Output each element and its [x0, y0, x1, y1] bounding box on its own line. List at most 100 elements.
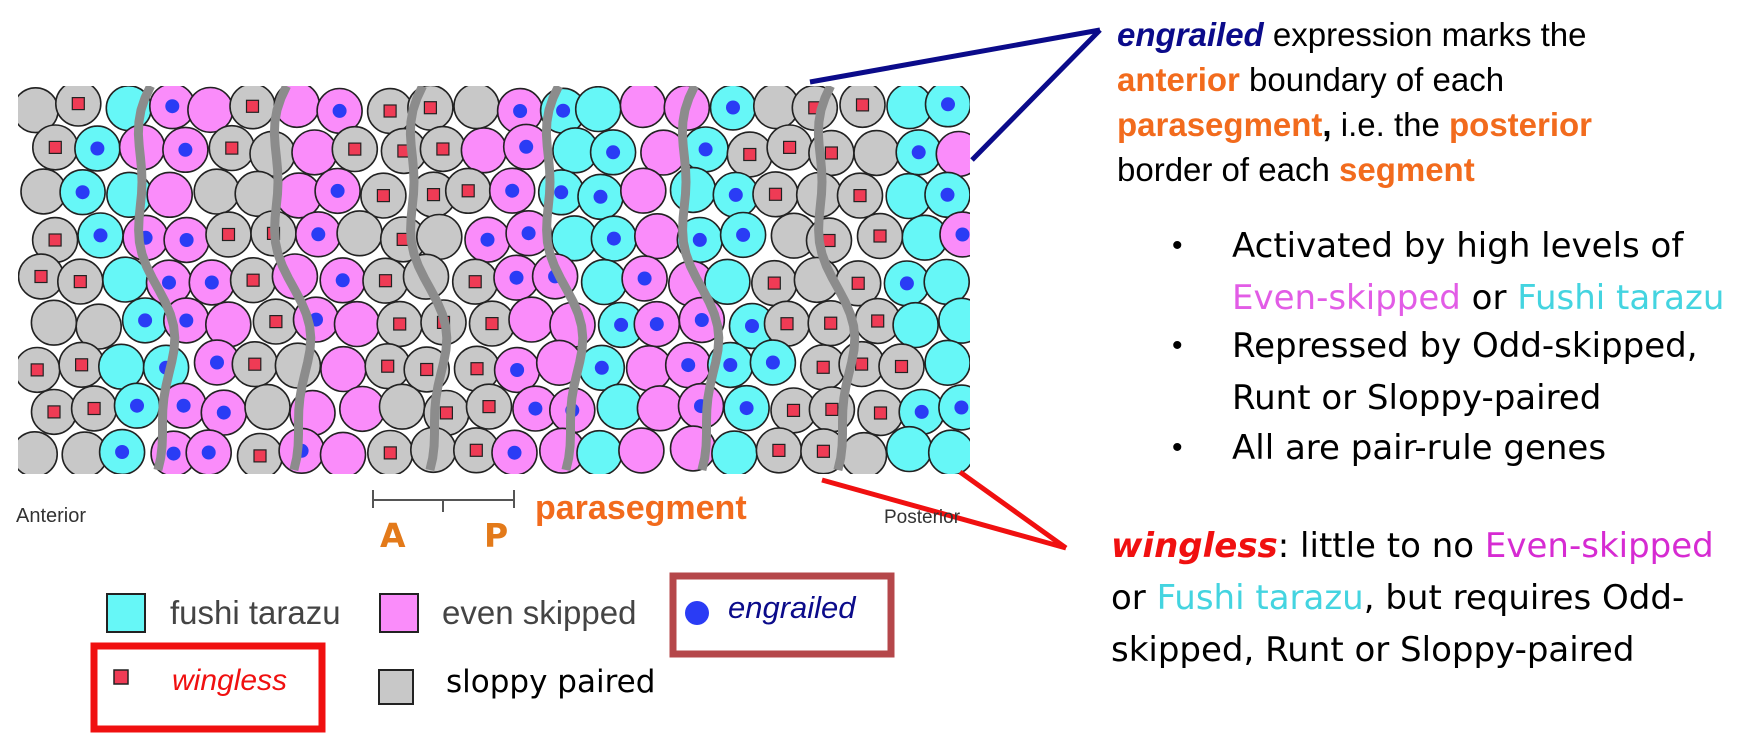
- cell: [704, 258, 751, 305]
- desc-text: i.e. the: [1331, 106, 1449, 143]
- engrailed-dot: [130, 398, 144, 413]
- cell: [596, 383, 644, 430]
- engrailed-dot: [681, 358, 696, 373]
- legend-wingless: wingless: [172, 664, 288, 697]
- wingless-marker: [73, 275, 87, 289]
- cell: [508, 296, 555, 343]
- cell: [193, 168, 240, 215]
- cell: [18, 431, 58, 474]
- fushi-tarazu-swatch: [106, 593, 146, 633]
- engrailed-dot: [507, 445, 522, 460]
- engrailed-dot: [649, 317, 664, 332]
- engrailed-legend-dot: [685, 601, 709, 625]
- engrailed-dot: [166, 446, 181, 461]
- wingless-marker: [468, 275, 482, 289]
- engrailed-dot: [509, 270, 524, 285]
- engrailed-pointer-line: [809, 27, 1101, 85]
- wingless-marker: [269, 315, 283, 329]
- bullet-text: Activated by high levels of: [1232, 226, 1684, 266]
- wingless-pointer-line: [958, 469, 1068, 551]
- wingless-marker: [853, 189, 867, 203]
- posterior-label: Posterior: [884, 507, 961, 528]
- cell: [636, 385, 684, 432]
- cell: [574, 86, 622, 133]
- engrailed-dot: [204, 275, 219, 290]
- cell: [336, 210, 383, 257]
- engrailed-dot: [692, 232, 707, 247]
- cell: [20, 168, 67, 215]
- engrailed-dot: [93, 228, 108, 243]
- wingless-marker: [470, 362, 484, 376]
- wingless-marker: [782, 140, 797, 154]
- engrailed-dot: [899, 276, 914, 291]
- engrailed-description: engrailed expression marks the anterior …: [1117, 12, 1756, 192]
- bullet-activated: Activated by high levels of Even-skipped…: [1232, 220, 1724, 324]
- engrailed-dot: [723, 358, 738, 372]
- legend-even-skipped: even skipped: [442, 594, 637, 631]
- parasegment-boundary: [677, 86, 724, 472]
- wingless-marker: [376, 189, 390, 203]
- wingless-marker: [772, 443, 786, 457]
- cell: [98, 343, 145, 390]
- wingless-marker: [855, 98, 870, 112]
- wingless-marker: [383, 104, 397, 118]
- wingless-marker: [420, 362, 434, 377]
- wingless-marker: [87, 401, 101, 416]
- wingless-legend-box: [90, 642, 326, 733]
- parasegment-bracket: [372, 490, 515, 512]
- bullet-marker: •: [1172, 229, 1183, 262]
- wingless-marker: [822, 233, 836, 248]
- parasegment-boundary: [405, 86, 452, 472]
- cell: [30, 299, 78, 346]
- wingless-marker: [48, 140, 62, 154]
- engrailed-dot: [955, 227, 970, 242]
- wingless-marker: [248, 357, 262, 371]
- engrailed-dot: [954, 400, 969, 415]
- engrailed-dot: [911, 145, 926, 160]
- engrailed-dot: [521, 226, 536, 241]
- wingless-marker: [378, 274, 393, 288]
- even-skipped-swatch: [379, 593, 419, 633]
- engrailed-word: engrailed: [1117, 16, 1264, 53]
- wingless-marker: [824, 146, 839, 160]
- p-label: P: [484, 516, 509, 555]
- engrailed-dot: [606, 231, 621, 246]
- anterior-label: Anterior: [16, 505, 87, 527]
- cell: [580, 258, 628, 306]
- cell: [669, 166, 717, 214]
- engrailed-dot: [739, 401, 754, 416]
- engrailed-dot: [90, 141, 105, 156]
- wingless-marker: [383, 446, 397, 460]
- cell: [853, 129, 900, 177]
- bullet-text: Runt or Sloppy-paired: [1232, 378, 1602, 418]
- note-text: , but requires Odd-: [1363, 578, 1685, 618]
- cell: [938, 297, 970, 344]
- bullet-marker: •: [1172, 431, 1183, 464]
- legend-fushi-tarazu: fushi tarazu: [170, 594, 341, 631]
- segment-word: segment: [1338, 151, 1475, 188]
- engrailed-dot: [513, 104, 528, 118]
- wingless-marker: [436, 142, 450, 156]
- engrailed-dot: [554, 185, 569, 200]
- engrailed-dot: [165, 99, 180, 114]
- cell: [378, 383, 426, 430]
- cell: [618, 427, 665, 474]
- engrailed-dot: [728, 187, 743, 202]
- fushi-tarazu-text: Fushi tarazu: [1517, 278, 1725, 318]
- engrailed-dot: [736, 227, 751, 242]
- engrailed-dot: [594, 360, 609, 375]
- wingless-pointer-line: [821, 477, 1067, 551]
- engrailed-dot: [765, 355, 780, 370]
- parasegment-boundary: [269, 86, 316, 472]
- parasegment-boundary: [813, 86, 860, 472]
- cell: [892, 301, 939, 349]
- legend-sloppy-paired: sloppy paired: [446, 664, 656, 700]
- engrailed-dot: [179, 233, 194, 247]
- cell: [460, 127, 508, 174]
- wingless-marker: [30, 363, 44, 377]
- wingless-marker: [768, 187, 783, 201]
- wingless-note: wingless: little to no Even-skipped or F…: [1111, 520, 1751, 676]
- note-text: : little to no: [1277, 526, 1485, 566]
- cell: [75, 303, 122, 350]
- engrailed-dot: [330, 183, 345, 198]
